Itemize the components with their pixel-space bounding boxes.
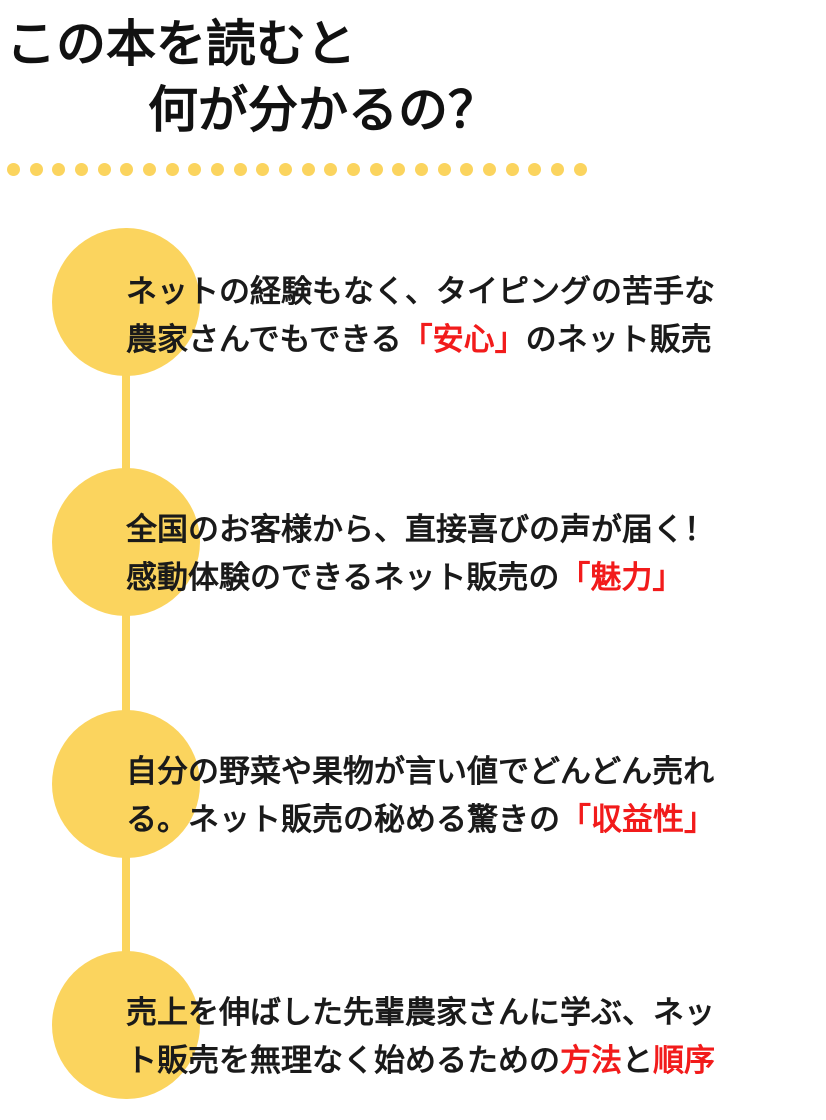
benefit-3-line-2: る。ネット販売の秘める驚きの bbox=[126, 802, 560, 838]
benefit-item-3: 自分の野菜や果物が言い値でどんどん売れる。ネット販売の秘める驚きの「収益性」 bbox=[126, 748, 816, 844]
benefit-3-highlight: 「収益性」 bbox=[560, 802, 715, 838]
divider-dot bbox=[324, 162, 338, 176]
dotted-divider bbox=[7, 162, 587, 176]
divider-dot bbox=[165, 162, 179, 176]
benefit-2-line-1: 全国のお客様から、直接喜びの声が届く！ bbox=[126, 512, 715, 548]
divider-dot bbox=[97, 162, 111, 176]
timeline-line bbox=[122, 300, 130, 1020]
benefit-4-highlight-order: 順序 bbox=[653, 1043, 715, 1079]
divider-dot bbox=[551, 162, 565, 176]
benefit-1-line-2-end: のネット販売 bbox=[525, 322, 712, 358]
benefit-2-line-2: 感動体験のできるネット販売の bbox=[126, 560, 560, 596]
divider-dot bbox=[505, 162, 519, 176]
divider-dot bbox=[573, 162, 587, 176]
page-title-line-1: この本を読むと bbox=[6, 15, 356, 73]
benefit-item-4: 売上を伸ばした先輩農家さんに学ぶ、ネット販売を無理なく始めるための方法と順序 bbox=[126, 989, 816, 1085]
page-title-line-2: 何が分かるの？ bbox=[148, 81, 498, 139]
divider-dot bbox=[52, 162, 66, 176]
timeline-circle-1 bbox=[52, 228, 200, 376]
timeline-circle-3 bbox=[52, 710, 200, 858]
divider-dot bbox=[279, 162, 293, 176]
divider-dot bbox=[392, 162, 406, 176]
divider-dot bbox=[437, 162, 451, 176]
divider-dot bbox=[301, 162, 315, 176]
divider-dot bbox=[143, 162, 157, 176]
benefit-1-line-2: 農家さんでもできる bbox=[126, 322, 402, 358]
benefit-item-1: ネットの経験もなく、タイピングの苦手な農家さんでもできる「安心」のネット販売 bbox=[126, 268, 816, 364]
timeline-circle-4 bbox=[52, 951, 200, 1099]
benefit-2-highlight: 「魅力」 bbox=[559, 560, 684, 596]
divider-dot bbox=[75, 162, 89, 176]
benefit-item-2: 全国のお客様から、直接喜びの声が届く！ 感動体験のできるネット販売の「魅力」 bbox=[126, 506, 816, 602]
divider-dot bbox=[347, 162, 361, 176]
benefit-3-line-1: 自分の野菜や果物が言い値でどんどん売れ bbox=[126, 754, 715, 790]
benefit-4-line-2: ト販売を無理なく始めるための bbox=[126, 1043, 560, 1079]
divider-dot bbox=[256, 162, 270, 176]
benefit-4-connector: と bbox=[622, 1043, 653, 1079]
divider-dot bbox=[29, 162, 43, 176]
divider-dot bbox=[233, 162, 247, 176]
divider-dot bbox=[460, 162, 474, 176]
divider-dot bbox=[120, 162, 134, 176]
divider-dot bbox=[7, 162, 20, 176]
divider-dot bbox=[188, 162, 202, 176]
divider-dot bbox=[211, 162, 225, 176]
divider-dot bbox=[415, 162, 429, 176]
benefit-4-highlight-method: 方法 bbox=[560, 1043, 622, 1079]
benefit-1-highlight: 「安心」 bbox=[401, 322, 526, 358]
benefit-4-line-1: 売上を伸ばした先輩農家さんに学ぶ、ネッ bbox=[126, 995, 715, 1031]
benefit-1-line-1: ネットの経験もなく、タイピングの苦手な bbox=[126, 274, 715, 310]
divider-dot bbox=[528, 162, 542, 176]
divider-dot bbox=[483, 162, 497, 176]
divider-dot bbox=[369, 162, 383, 176]
timeline-circle-2 bbox=[52, 468, 200, 616]
